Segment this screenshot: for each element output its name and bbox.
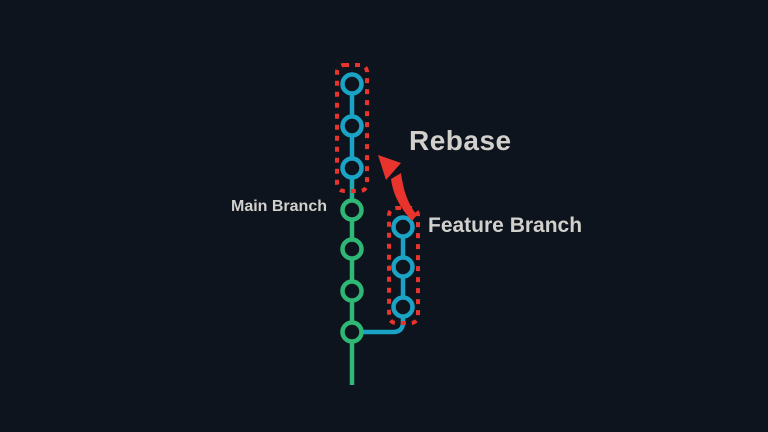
feature-commits-highlight-box	[387, 206, 420, 325]
commit-node-rebased-1	[340, 72, 364, 96]
commit-node-feature-2	[391, 255, 415, 279]
curved-arrow-icon	[378, 155, 417, 221]
commit-node-feature-1	[391, 215, 415, 239]
commit-node-rebased-2	[340, 114, 364, 138]
commit-node-main-3	[340, 279, 364, 303]
commit-node-rebased-3	[340, 156, 364, 180]
rebased-commits-highlight-box	[335, 63, 369, 193]
feature-branch-label: Feature Branch	[428, 214, 583, 237]
commit-node-main-1	[340, 198, 364, 222]
commit-node-main-2	[340, 237, 364, 261]
rebase-label: Rebase	[409, 125, 512, 156]
main-branch-label: Main Branch	[230, 198, 327, 215]
commit-node-feature-3	[391, 295, 415, 319]
commit-node-main-4	[340, 320, 364, 344]
